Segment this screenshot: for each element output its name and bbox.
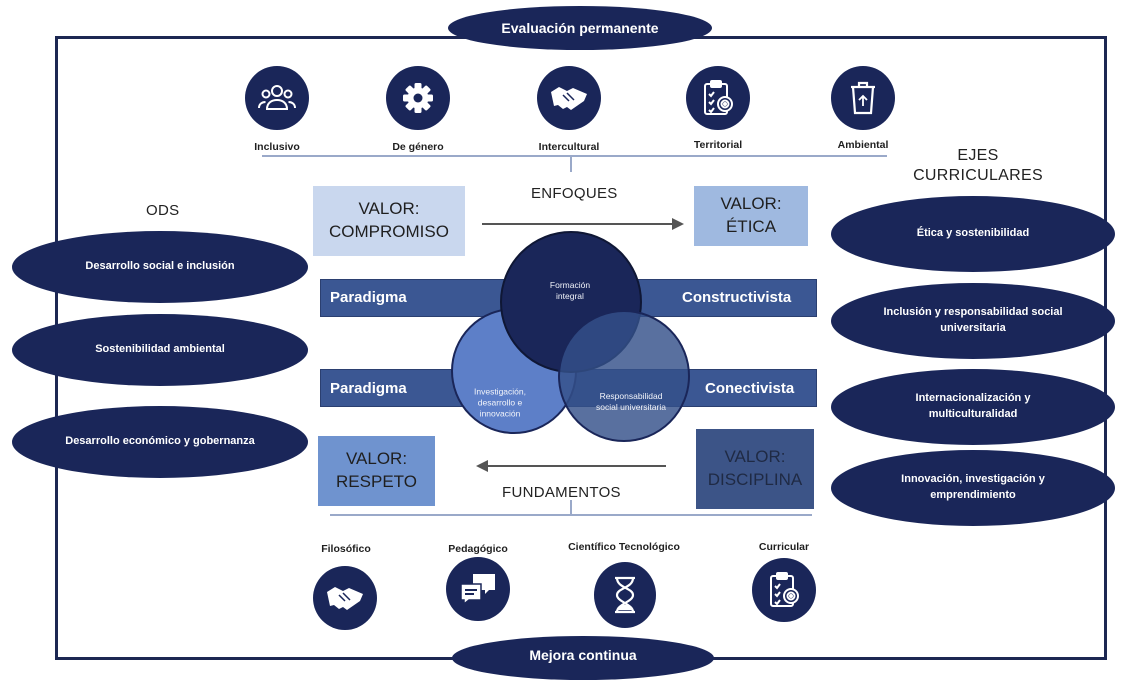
people-group-icon bbox=[245, 66, 309, 130]
enfoque-label: Inclusivo bbox=[254, 141, 300, 153]
enfoque-label: De género bbox=[392, 141, 444, 153]
fundamento-label: Pedagógico bbox=[448, 543, 508, 555]
fundamentos-heading: FUNDAMENTOS bbox=[502, 484, 621, 501]
valor-etica: VALOR: ÉTICA bbox=[694, 186, 808, 246]
clipboard-target-icon bbox=[686, 66, 750, 130]
eje-item: Inclusión y responsabilidad social unive… bbox=[831, 283, 1115, 359]
enfoque-label: Intercultural bbox=[538, 141, 600, 153]
fundamento-label: Filosófico bbox=[321, 543, 371, 555]
handshake-icon bbox=[313, 566, 377, 630]
gear-icon bbox=[386, 66, 450, 130]
enfoque-label: Ambiental bbox=[837, 139, 889, 151]
eje-item: Ética y sostenibilidad bbox=[831, 196, 1115, 272]
ods-heading: ODS bbox=[146, 202, 180, 219]
paradigma-type-label: Constructivista bbox=[682, 289, 792, 306]
hourglass-icon bbox=[594, 562, 656, 628]
ods-item: Desarrollo económico y gobernanza bbox=[12, 406, 308, 478]
venn-label-top: Formación integral bbox=[549, 279, 591, 301]
eje-item: Innovación, investigación y emprendimien… bbox=[831, 450, 1115, 526]
paradigma-label: Paradigma bbox=[330, 380, 407, 397]
valor-disciplina: VALOR: DISCIPLINA bbox=[696, 429, 814, 509]
enfoque-label: Territorial bbox=[693, 139, 743, 151]
evaluacion-banner: Evaluación permanente bbox=[448, 6, 712, 50]
valor-respeto: VALOR: RESPETO bbox=[318, 436, 435, 506]
venn-circle-right bbox=[558, 310, 690, 442]
ods-item: Sostenibilidad ambiental bbox=[12, 314, 308, 386]
chat-bubbles-icon bbox=[446, 557, 510, 621]
eje-item: Internacionalización y multiculturalidad bbox=[831, 369, 1115, 445]
ejes-heading: EJES CURRICULARES bbox=[913, 147, 1043, 184]
enfoques-heading: ENFOQUES bbox=[531, 185, 618, 202]
venn-label-right: Responsabilidad social universitaria bbox=[596, 390, 666, 412]
paradigma-type-label: Conectivista bbox=[705, 380, 795, 397]
clipboard-target-icon bbox=[752, 558, 816, 622]
valor-compromiso: VALOR: COMPROMISO bbox=[313, 186, 465, 256]
ods-item: Desarrollo social e inclusión bbox=[12, 231, 308, 303]
handshake-icon bbox=[537, 66, 601, 130]
fundamento-label: Curricular bbox=[758, 541, 810, 553]
paradigma-label: Paradigma bbox=[330, 289, 407, 306]
venn-label-left: Investigación, desarrollo e innovación bbox=[474, 386, 526, 419]
recycle-bin-icon bbox=[831, 66, 895, 130]
fundamento-label: Científico Tecnológico bbox=[568, 541, 680, 553]
